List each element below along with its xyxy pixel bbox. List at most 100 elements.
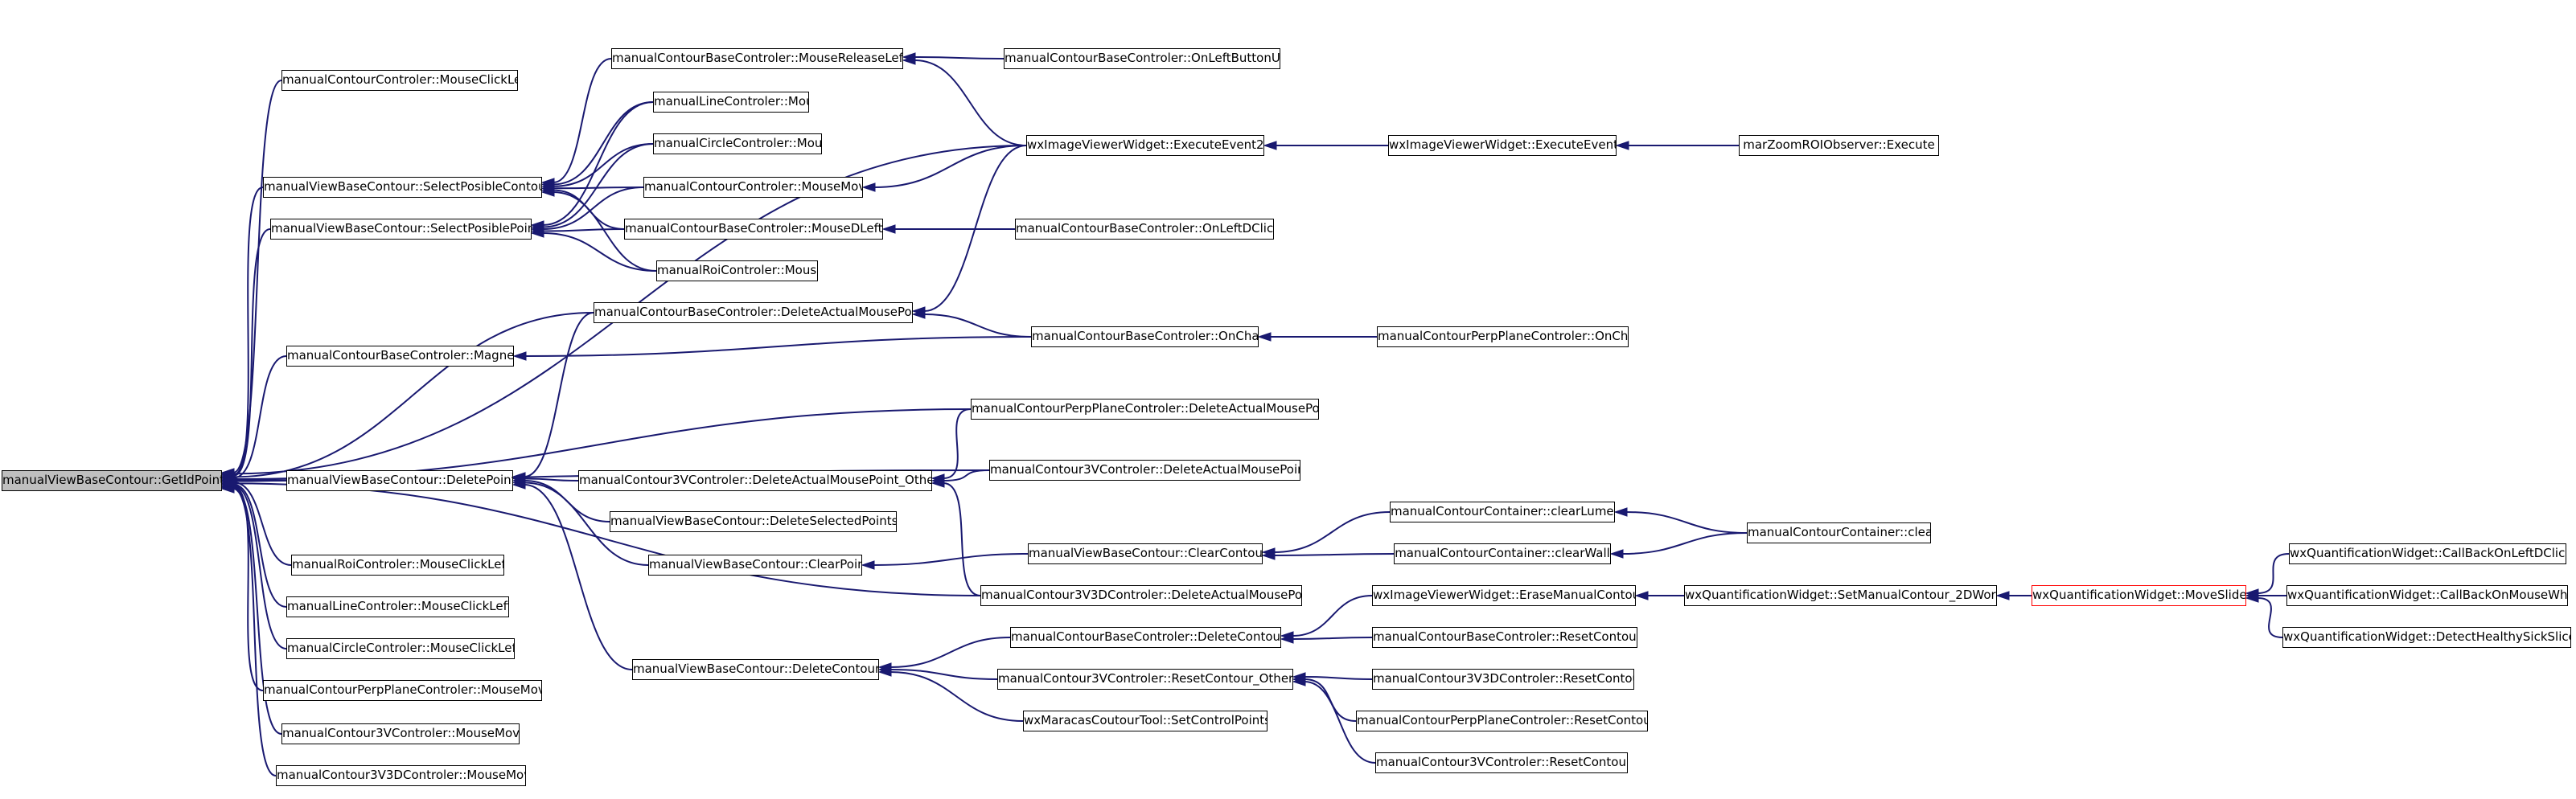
node-set-control-points[interactable]: wxMaracasCoutourTool::SetControlPoints <box>1023 711 1267 731</box>
node-perp-plane-delete-actual-mouse-point[interactable]: manualContourPerpPlaneControler::DeleteA… <box>971 399 1319 420</box>
node-set-manual-contour-2d-world[interactable]: wxQuantificationWidget::SetManualContour… <box>1684 585 1997 606</box>
node-base-reset-contour[interactable]: manualContourBaseControler::ResetContour <box>1372 627 1637 648</box>
edge-arrowhead <box>1634 591 1649 600</box>
node-contour3v-reset-contour[interactable]: manualContour3VControler::ResetContour <box>1375 752 1628 773</box>
node-clear-contour[interactable]: manualViewBaseContour::ClearContour <box>1028 543 1263 564</box>
node-select-posible-contour[interactable]: manualViewBaseContour::SelectPosibleCont… <box>263 177 542 198</box>
edge-arrowhead <box>911 309 926 319</box>
edge-arrowhead <box>540 187 555 197</box>
node-clear-point[interactable]: manualViewBaseContour::ClearPoint <box>648 555 862 576</box>
call-edge <box>2257 597 2283 638</box>
call-edge <box>232 483 287 608</box>
node-circle-mouse-click-left[interactable]: manualCircleControler::MouseClickLeft <box>286 638 515 659</box>
node-reset-contour-others[interactable]: manualContour3VControler::ResetContour_O… <box>997 669 1293 690</box>
node-line-mouse-click-left[interactable]: manualLineControler::MouseClickLeft <box>286 596 509 617</box>
edge-arrowhead <box>512 351 527 361</box>
call-edge <box>553 101 654 186</box>
node-on-left-d-click[interactable]: manualContourBaseControler::OnLeftDClick <box>1015 219 1274 240</box>
node-container-clear[interactable]: manualContourContainer::clear <box>1747 522 1931 543</box>
call-edge <box>1292 595 1373 637</box>
node-base-delete-contour[interactable]: manualContourBaseControler::DeleteContou… <box>1010 627 1281 648</box>
node-magnet[interactable]: manualContourBaseControler::Magnet <box>286 346 514 367</box>
call-edge <box>542 143 654 228</box>
call-edge <box>1273 553 1395 556</box>
call-edge <box>943 469 990 481</box>
call-edge <box>232 312 594 478</box>
call-edge <box>232 488 277 776</box>
node-execute-event2[interactable]: wxImageViewerWidget::ExecuteEvent2 <box>1026 135 1264 156</box>
node-view-delete-contour[interactable]: manualViewBaseContour::DeleteContour <box>632 659 879 680</box>
node-perp-plane-reset-contour[interactable]: manualContourPerpPlaneControler::ResetCo… <box>1356 711 1648 731</box>
edge-arrowhead <box>861 182 876 192</box>
call-edge <box>889 637 1011 668</box>
node-erase-manual-contour[interactable]: wxImageViewerWidget::EraseManualContour <box>1372 585 1636 606</box>
node-clear-wall[interactable]: manualContourContainer::clearWall <box>1394 543 1611 564</box>
call-edge <box>232 486 282 735</box>
call-edge <box>873 145 1027 188</box>
node-zoom-roi-observer-execute[interactable]: marZoomROIObserver::Execute <box>1739 135 1939 156</box>
edge-arrowhead <box>1613 507 1628 517</box>
node-roi-mouse-click-left[interactable]: manualRoiControler::MouseClickLeft <box>291 555 504 576</box>
node-circle-mouse-move[interactable]: manualCircleControler::MouseMove <box>653 133 822 154</box>
call-edge <box>542 101 654 226</box>
node-base-delete-actual-mouse-point[interactable]: manualContourBaseControler::DeleteActual… <box>594 302 913 323</box>
node-mouse-release-left[interactable]: manualContourBaseControler::MouseRelease… <box>611 48 903 69</box>
edge-arrowhead <box>861 560 875 570</box>
call-edge <box>232 485 287 649</box>
call-edge <box>232 408 972 480</box>
node-contour3v-mouse-move[interactable]: manualContour3VControler::MouseMove <box>281 723 520 744</box>
node-contour3v3d-mouse-move[interactable]: manualContour3V3DControler::MouseMove <box>276 765 526 786</box>
node-execute-event[interactable]: wxImageViewerWidget::ExecuteEvent <box>1388 135 1617 156</box>
node-contour3v3d-delete-actual-mouse-point[interactable]: manualContour3V3DControler::DeleteActual… <box>980 585 1302 606</box>
node-get-id-point[interactable]: manualViewBaseContour::GetIdPoint <box>2 470 222 491</box>
node-clear-lumen[interactable]: manualContourContainer::clearLumen <box>1390 502 1615 522</box>
call-edge <box>232 482 981 596</box>
edge-arrowhead <box>1995 591 2010 600</box>
call-edge <box>553 191 657 272</box>
call-edge <box>542 186 644 230</box>
call-edge <box>1304 681 1376 764</box>
edge-arrowhead <box>1609 549 1624 559</box>
node-perp-plane-on-char[interactable]: manualContourPerpPlaneControler::OnChar <box>1377 326 1629 347</box>
edge-arrowhead <box>530 228 544 238</box>
node-call-back-on-mouse-wheel[interactable]: wxQuantificationWidget::CallBackOnMouseW… <box>2286 585 2568 606</box>
node-mouse-d-left[interactable]: manualContourBaseControler::MouseDLeft <box>624 219 883 240</box>
edge-arrowhead <box>1261 551 1276 560</box>
node-move-slider[interactable]: wxQuantificationWidget::MoveSlider <box>2032 585 2246 606</box>
node-contour-controler-mouse-click-left[interactable]: manualContourControler::MouseClickLeft <box>281 70 518 91</box>
node-detect-healthy-sick-slice[interactable]: wxQuantificationWidget::DetectHealthySic… <box>2282 627 2571 648</box>
node-contour-controler-mouse-move[interactable]: manualContourControler::MouseMove <box>643 177 863 198</box>
node-contour3v-delete-actual-mouse-point[interactable]: manualContour3VControler::DeleteActualMo… <box>989 460 1300 481</box>
call-edge <box>232 80 282 473</box>
call-edge <box>553 58 612 183</box>
call-edge <box>232 355 287 479</box>
edge-arrowhead <box>931 478 945 488</box>
node-on-left-button-up[interactable]: manualContourBaseControler::OnLeftButton… <box>1004 48 1280 69</box>
node-perp-plane-mouse-move[interactable]: manualContourPerpPlaneControler::MouseMo… <box>263 680 542 701</box>
node-call-back-on-left-d-click[interactable]: wxQuantificationWidget::CallBackOnLeftDC… <box>2289 543 2566 564</box>
node-contour3v3d-reset-contour[interactable]: manualContour3V3DControler::ResetContour <box>1372 669 1634 690</box>
edge-arrowhead <box>1292 677 1306 686</box>
edge-arrowhead <box>512 480 526 490</box>
call-edge <box>943 482 981 596</box>
edge-arrowhead <box>1280 634 1294 644</box>
node-line-mouse-move[interactable]: manualLineControler::MouseMove <box>653 92 809 113</box>
call-edge <box>542 232 657 272</box>
call-edge <box>524 484 633 670</box>
call-edge <box>2257 553 2290 594</box>
node-select-posible-point[interactable]: manualViewBaseContour::SelectPosiblePoin… <box>270 219 532 240</box>
node-delete-actual-mouse-point-others[interactable]: manualContour3VControler::DeleteActualMo… <box>578 470 932 491</box>
node-roi-mouse-move[interactable]: manualRoiControler::MouseMove <box>656 260 818 281</box>
node-base-on-char[interactable]: manualContourBaseControler::OnChar <box>1031 326 1259 347</box>
call-edge <box>232 186 264 476</box>
call-edge <box>914 59 1027 146</box>
node-delete-point[interactable]: manualViewBaseContour::DeletePoint <box>286 470 513 491</box>
call-edge <box>553 143 654 187</box>
call-edge <box>542 228 625 232</box>
call-edge <box>1304 676 1373 680</box>
node-delete-selected-points[interactable]: manualViewBaseContour::DeleteSelectedPoi… <box>610 511 897 532</box>
call-edge <box>524 481 649 566</box>
call-edge <box>923 313 1032 338</box>
edge-arrowhead <box>877 667 892 677</box>
